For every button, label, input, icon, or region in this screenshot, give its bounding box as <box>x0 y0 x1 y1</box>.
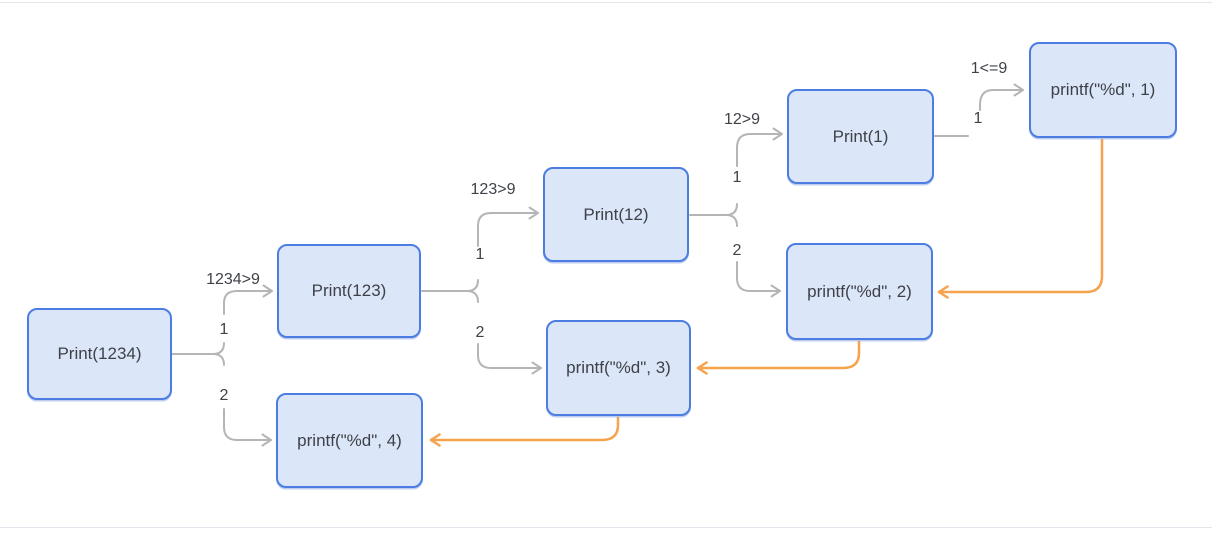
edge-label-branch1-d: 1 <box>973 110 983 127</box>
edge-label-branch2-a: 2 <box>219 387 229 404</box>
node-printf-1: printf("%d", 1) <box>1029 42 1177 138</box>
edge-label-branch1-a: 1 <box>219 321 229 338</box>
edge-label-cmp-1: 1<=9 <box>970 60 1008 77</box>
node-print-1: Print(1) <box>787 89 934 184</box>
node-printf-3: printf("%d", 3) <box>546 320 691 416</box>
edge-label-branch1-b: 1 <box>475 246 485 263</box>
edge-label-branch1-c: 1 <box>732 169 742 186</box>
edge-label-cmp-12: 12>9 <box>723 111 761 128</box>
node-printf-2: printf("%d", 2) <box>786 243 933 340</box>
edge-label-branch2-c: 2 <box>732 242 742 259</box>
node-print-12: Print(12) <box>543 167 689 262</box>
node-printf-4: printf("%d", 4) <box>276 393 423 488</box>
node-print-123: Print(123) <box>277 244 421 338</box>
node-print-1234: Print(1234) <box>27 308 172 400</box>
edge-label-cmp-123: 123>9 <box>470 181 516 198</box>
edge-label-cmp-1234: 1234>9 <box>206 271 260 288</box>
edge-label-branch2-b: 2 <box>475 324 485 341</box>
